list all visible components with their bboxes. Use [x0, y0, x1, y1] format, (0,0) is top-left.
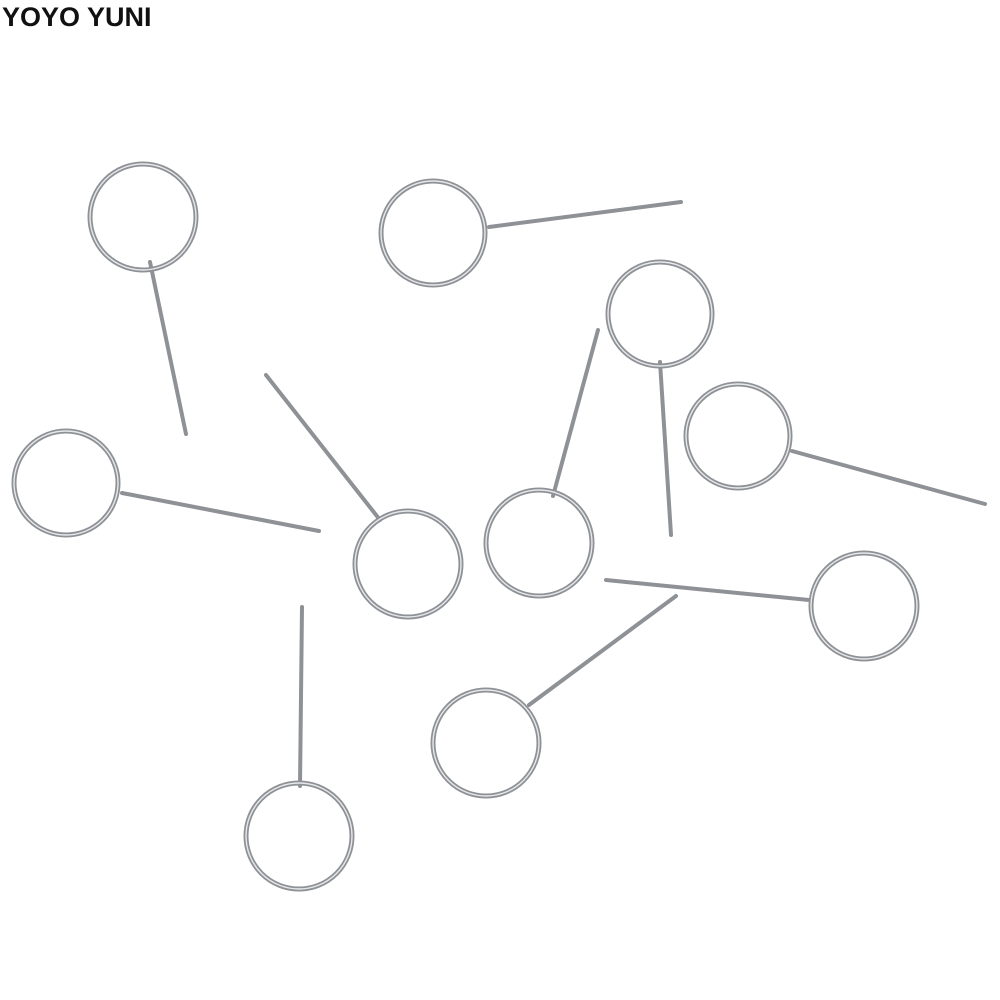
- sim-pin: [264, 373, 464, 620]
- sim-pin: [243, 605, 355, 892]
- sim-pin: [11, 428, 321, 538]
- sim-pin: [605, 259, 715, 537]
- brand-watermark: YOYO YUNI: [2, 2, 152, 32]
- sim-pin: [604, 550, 920, 662]
- sim-pin: [378, 178, 683, 288]
- sim-pin: [483, 328, 600, 599]
- sim-pin: [87, 161, 199, 436]
- sim-pin: [683, 381, 987, 506]
- sim-pin: [430, 594, 678, 799]
